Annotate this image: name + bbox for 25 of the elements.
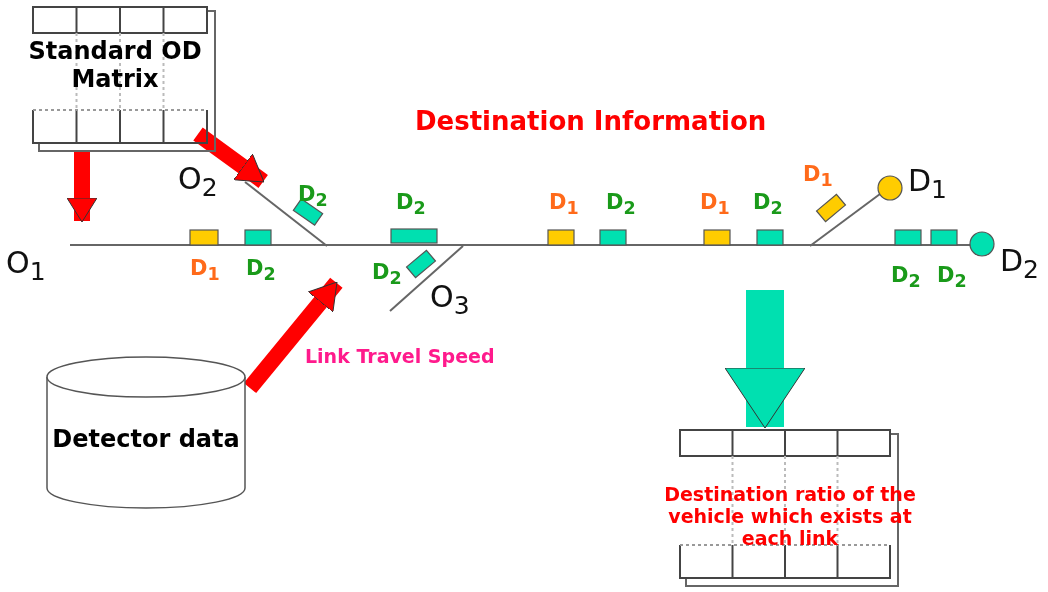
vehicle-label: D$_{1}$ <box>803 164 833 190</box>
arrow <box>243 277 343 394</box>
edge-label: Link Travel Speed <box>305 347 495 366</box>
node-label: D$_{2}$ <box>1000 246 1039 282</box>
vehicle-label: D$_{2}$ <box>753 192 783 218</box>
node-label: D$_{1}$ <box>908 166 947 202</box>
vehicle-label: D$_{2}$ <box>246 258 276 284</box>
arrow <box>66 152 98 223</box>
vehicle-label: D$_{2}$ <box>606 192 636 218</box>
matrix-title: Standard OD Matrix <box>27 37 203 93</box>
vehicle-label: D$_{1}$ <box>190 258 220 284</box>
node-label: O$_{3}$ <box>430 282 470 318</box>
vehicle-label: D$_{2}$ <box>298 184 328 210</box>
node-label: O$_{1}$ <box>6 248 46 284</box>
arrow <box>193 127 268 188</box>
vehicle-label: D$_{1}$ <box>549 192 579 218</box>
vehicle-label: D$_{2}$ <box>372 262 402 288</box>
vehicle-label: D$_{2}$ <box>891 265 921 291</box>
node-label: O$_{2}$ <box>178 164 218 200</box>
database-label: Detector data <box>51 425 241 453</box>
vehicle-label: D$_{1}$ <box>700 192 730 218</box>
heading: Destination Information <box>415 108 767 134</box>
vehicle-label: D$_{2}$ <box>937 265 967 291</box>
arrow <box>724 290 806 429</box>
vehicle-label: D$_{2}$ <box>396 192 426 218</box>
